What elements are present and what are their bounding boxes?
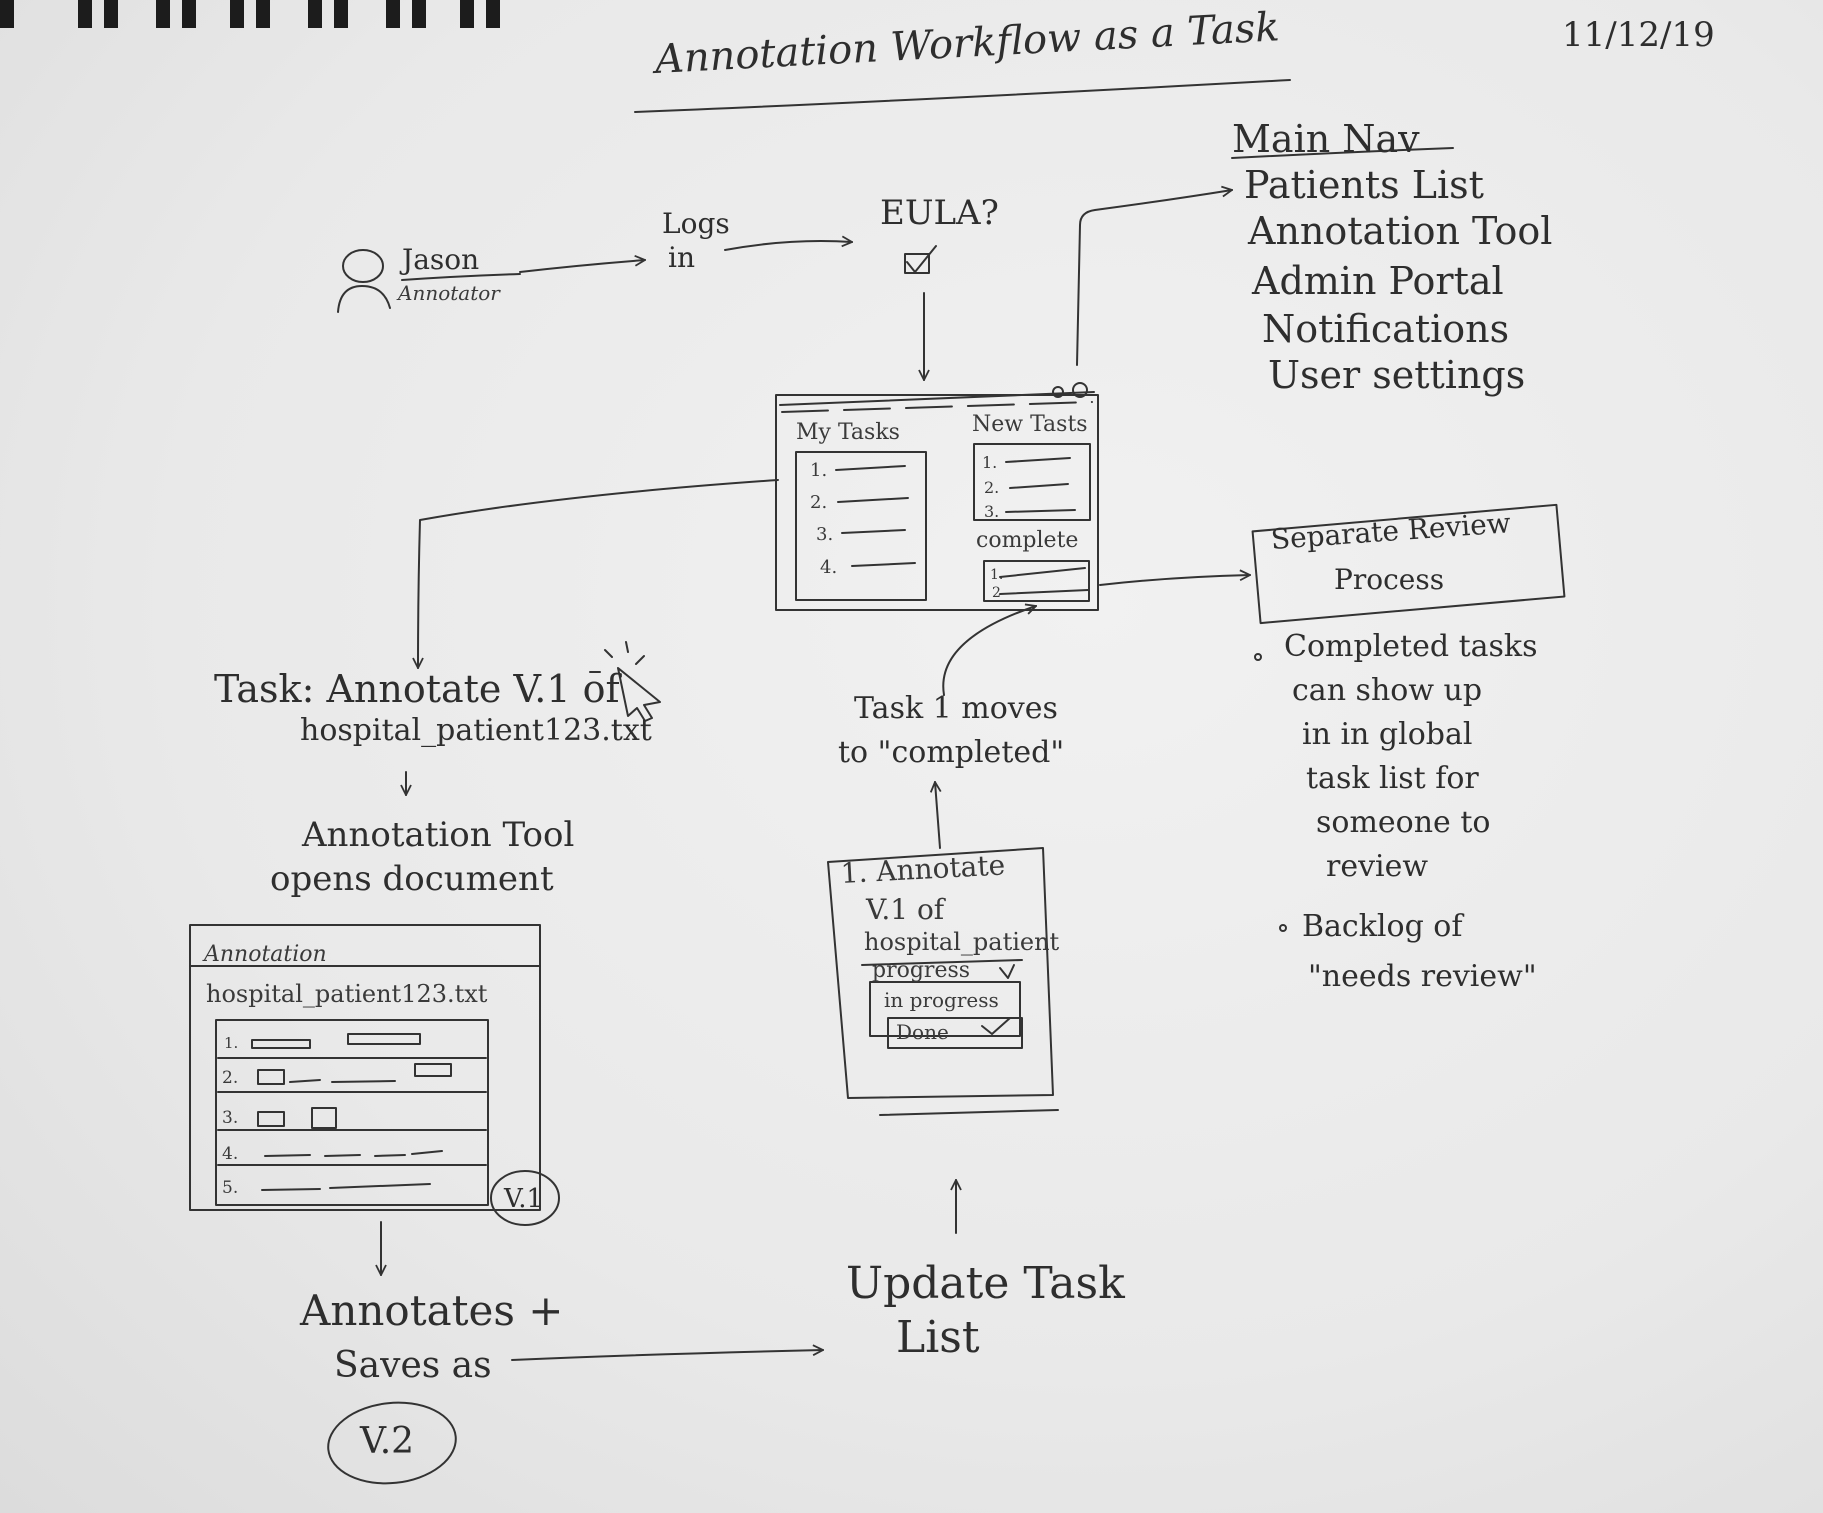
- v2-circle: [327, 1401, 457, 1485]
- my-task-4: 4.: [820, 557, 838, 578]
- task-moves-line2: to "completed": [838, 735, 1065, 770]
- cursor-icon: [589, 641, 661, 722]
- arrow-to-review: [1099, 575, 1250, 586]
- review-note-8: "needs review": [1308, 959, 1537, 994]
- bullet-1: [1254, 653, 1262, 661]
- review-note-3: in in global: [1302, 717, 1473, 752]
- review-note-5: someone to: [1316, 805, 1491, 840]
- my-task-3: 3.: [816, 524, 834, 545]
- arrow-to-update: [511, 1350, 823, 1361]
- task-card-option-inprogress: in progress: [884, 988, 999, 1012]
- review-box: [1251, 503, 1566, 625]
- main-nav-item-admin: Admin Portal: [1252, 259, 1504, 303]
- dashboard-wireframe: [775, 382, 1099, 611]
- complete-task-2: 2: [992, 585, 1001, 601]
- user-name: Jason: [402, 243, 480, 276]
- task-card-line2: V.1 of: [866, 893, 945, 926]
- task-card-dropdown-label: progress: [872, 958, 971, 983]
- new-task-1: 1.: [982, 453, 998, 472]
- version-badge-v1: V.1: [504, 1184, 544, 1214]
- annotation-window-wireframe: [189, 924, 560, 1226]
- annotation-window-filename: hospital_patient123.txt: [206, 980, 488, 1008]
- new-task-2: 2.: [984, 478, 1000, 497]
- notebook-binding: [0, 0, 500, 28]
- main-nav-item-notifications: Notifications: [1262, 307, 1510, 351]
- task-caption-line1: Task: Annotate V.1 of: [214, 667, 620, 711]
- my-task-1: 1.: [810, 460, 828, 481]
- tool-opens-line1: Annotation Tool: [302, 815, 575, 855]
- person-icon: [337, 249, 391, 313]
- main-nav-item-annotation: Annotation Tool: [1248, 209, 1553, 253]
- task-card-line1: 1. Annotate: [839, 848, 1006, 890]
- step-eula: EULA?: [880, 193, 999, 233]
- annotation-row-3: 3.: [222, 1108, 239, 1128]
- arrow-login: [519, 260, 645, 273]
- main-nav-item-patients: Patients List: [1244, 163, 1484, 207]
- title-underline: [634, 79, 1291, 113]
- my-tasks-label: My Tasks: [796, 420, 900, 445]
- annotation-window-title: Annotation: [204, 942, 327, 967]
- step-logs: Logs: [662, 207, 730, 240]
- bullet-2: [1279, 924, 1287, 932]
- annotates-line2: Saves as: [334, 1345, 492, 1386]
- task-caption-line2: hospital_patient123.txt: [300, 713, 652, 748]
- task-card-line3: hospital_patient: [864, 928, 1060, 956]
- arrow-card-to-caption: [935, 782, 940, 849]
- task-moves-line1: Task 1 moves: [854, 691, 1058, 726]
- version-badge-v2: V.2: [360, 1421, 415, 1462]
- review-note-1: Completed tasks: [1284, 629, 1538, 664]
- arrow-dashboard-to-task: [418, 479, 779, 668]
- update-line1: Update Task: [846, 1258, 1125, 1309]
- step-in: in: [668, 241, 695, 274]
- review-box-line2: Process: [1334, 563, 1445, 596]
- task-card-option-done: Done: [896, 1020, 949, 1044]
- task-card-wireframe: [827, 847, 1059, 1116]
- tool-opens-line2: opens document: [270, 859, 554, 899]
- user-role: Annotator: [398, 281, 500, 305]
- page-date: 11/12/19: [1562, 15, 1715, 55]
- main-nav-item-settings: User settings: [1268, 353, 1526, 397]
- new-tasks-label: New Tasts: [972, 412, 1088, 437]
- arrow-to-main-nav: [1076, 190, 1232, 366]
- eula-checkbox-icon: [904, 245, 937, 274]
- complete-label: complete: [976, 528, 1079, 553]
- review-note-2: can show up: [1292, 673, 1483, 708]
- new-task-3: 3.: [984, 502, 1000, 521]
- annotates-line1: Annotates +: [300, 1286, 564, 1335]
- main-nav-heading: Main Nav: [1232, 117, 1420, 161]
- annotation-row-1: 1.: [224, 1034, 239, 1052]
- my-task-2: 2.: [810, 492, 828, 513]
- complete-task-1: 1.: [990, 567, 1004, 583]
- arrow-to-complete: [942, 606, 1036, 696]
- annotation-row-5: 5.: [222, 1178, 239, 1198]
- annotation-row-2: 2.: [222, 1068, 239, 1088]
- review-note-6: review: [1326, 849, 1429, 884]
- review-note-4: task list for: [1306, 761, 1479, 796]
- review-note-7: Backlog of: [1302, 909, 1463, 944]
- jason-underline: [401, 273, 521, 281]
- main-nav-underline: [1231, 147, 1454, 159]
- annotation-row-4: 4.: [222, 1144, 239, 1164]
- update-line2: List: [896, 1312, 980, 1363]
- arrow-to-eula: [724, 241, 852, 251]
